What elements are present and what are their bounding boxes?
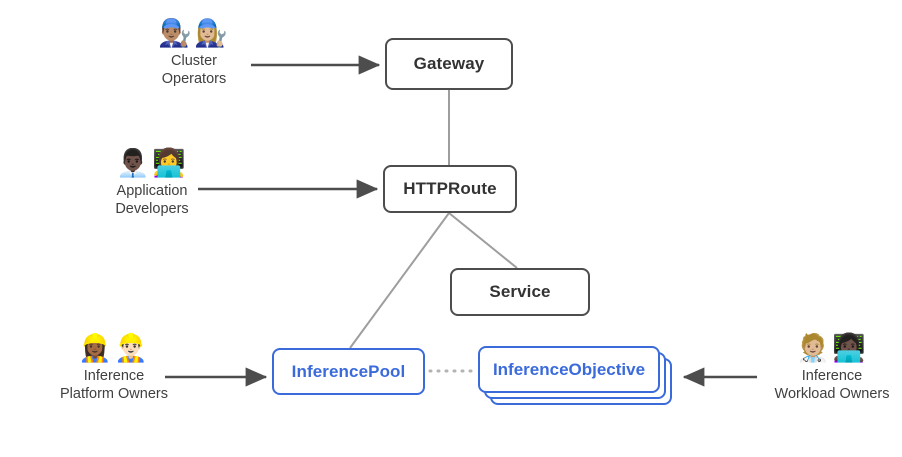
connector-httproute-service (448, 212, 518, 269)
node-httproute-label: HTTPRoute (403, 179, 497, 198)
node-httproute[interactable]: HTTPRoute (383, 165, 517, 213)
node-inferenceobjective-label: InferenceObjective (492, 359, 646, 379)
application-developers-avatars: 👨🏿‍💼👩‍💻 (116, 148, 188, 179)
persona-application-developers: 👨🏿‍💼👩‍💻 Application Developers (62, 148, 242, 218)
persona-inference-workload-owners: 🧑🏼‍⚕️👩🏿‍💻 Inference Workload Owners (762, 333, 902, 403)
inference-workload-owners-label: Inference Workload Owners (774, 368, 890, 402)
node-gateway-label: Gateway (413, 54, 485, 73)
node-gateway[interactable]: Gateway (385, 38, 513, 90)
inference-platform-owners-label: Inference Platform Owners (60, 368, 168, 402)
inference-workload-owners-avatars: 🧑🏼‍⚕️👩🏿‍💻 (796, 333, 868, 364)
node-inferenceobjective-stack-layer-1[interactable]: InferenceObjective (478, 346, 660, 393)
cluster-operators-avatars: 👨🏽‍🔧👩🏼‍🔧 (158, 18, 230, 49)
node-inferencepool[interactable]: InferencePool (272, 348, 425, 395)
persona-inference-platform-owners: 👷🏾‍♀️👷🏻‍♂️ Inference Platform Owners (18, 333, 210, 403)
persona-cluster-operators: 👨🏽‍🔧👩🏼‍🔧 Cluster Operators (120, 18, 268, 88)
node-inferenceobjective[interactable]: InferenceObjective (478, 346, 673, 406)
connector-httproute-inferencepool (349, 212, 450, 349)
node-inferencepool-label: InferencePool (291, 361, 406, 381)
inference-platform-owners-avatars: 👷🏾‍♀️👷🏻‍♂️ (78, 333, 150, 364)
node-service-label: Service (489, 282, 551, 301)
cluster-operators-label: Cluster Operators (161, 53, 227, 87)
application-developers-label: Application Developers (115, 183, 189, 217)
node-service[interactable]: Service (450, 268, 590, 316)
